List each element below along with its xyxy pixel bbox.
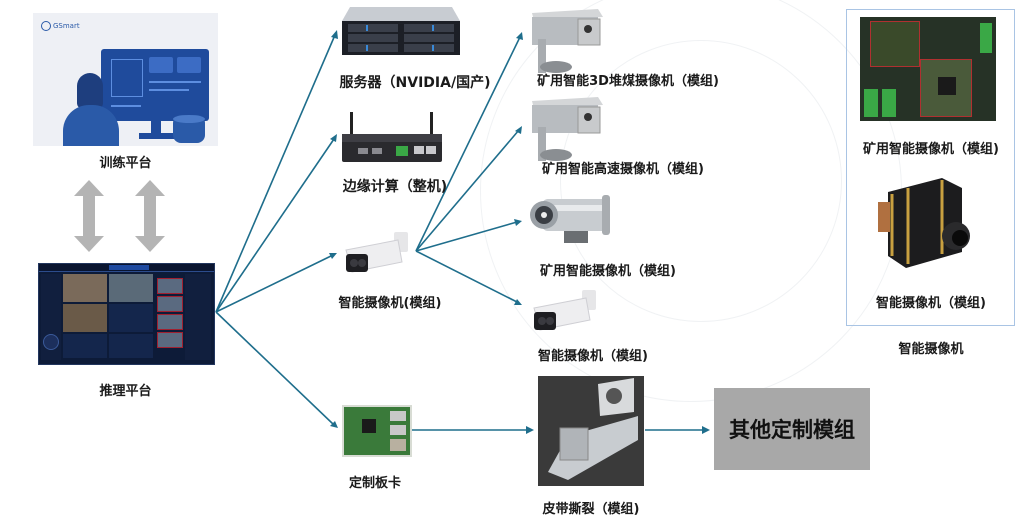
video-feed <box>63 274 107 302</box>
ethernet-port-icon <box>390 439 406 451</box>
arrow-to-smart-camera-module <box>415 250 518 303</box>
arrowhead-smart-module <box>514 299 522 305</box>
arrowhead-belt <box>526 426 534 434</box>
terminal-block <box>864 89 878 117</box>
other-custom-module-box: 其他定制模组 <box>714 388 870 470</box>
usb-port-icon <box>390 411 406 421</box>
terminal-block <box>980 23 992 53</box>
camera-variant-label: 矿用智能高速摄像机（模组) <box>542 162 704 177</box>
camera-module-image <box>878 178 970 268</box>
custom-board-image <box>342 405 412 457</box>
dashboard-title <box>109 265 149 270</box>
video-feed <box>109 334 153 358</box>
bidirectional-arrow-icon <box>74 180 104 252</box>
usb-port-icon <box>390 425 406 435</box>
belt-tear-drawing <box>548 378 638 480</box>
edge-compute-label: 边缘计算（整机) <box>342 179 448 195</box>
mining-camera-image <box>530 195 610 243</box>
arrow-to-custom-board <box>215 311 334 425</box>
chip-icon <box>938 77 956 95</box>
person-body <box>63 105 119 146</box>
video-feed <box>109 304 153 332</box>
stats-panel <box>185 274 211 360</box>
mining-3d-camera-image <box>532 9 603 73</box>
arrowhead-custom <box>702 426 710 434</box>
background-arc <box>560 40 842 322</box>
panel-item-label: 矿用智能摄像机（模组) <box>863 142 999 157</box>
server-image <box>342 7 460 55</box>
video-feed <box>63 304 107 332</box>
alarm-thumbnail <box>157 332 183 348</box>
text-line <box>149 81 201 83</box>
camera-variant-label: 矿用智能摄像机（模组) <box>540 264 676 279</box>
logo-mark-icon <box>41 21 51 31</box>
pcb-module <box>870 21 920 67</box>
text-line <box>149 89 189 91</box>
bullet-camera-image <box>345 232 408 273</box>
text-line <box>111 105 141 107</box>
custom-board-label: 定制板卡 <box>348 476 401 491</box>
training-platform-illustration: GSmart <box>33 13 218 146</box>
face-recognition-icon <box>111 59 143 97</box>
smart-camera-panel <box>846 9 1015 326</box>
belt-tear-label: 皮带撕裂（模组) <box>542 502 640 517</box>
arrowhead-smart-camera <box>329 253 337 259</box>
arrow-to-mining-camera <box>415 221 518 252</box>
gsmart-logo: GSmart <box>41 21 80 31</box>
video-feed <box>109 274 153 302</box>
inference-platform-dashboard <box>38 263 215 365</box>
training-platform-label: 训练平台 <box>99 156 152 171</box>
database-top <box>173 115 205 123</box>
monitor-icon <box>101 49 209 121</box>
monitor-base <box>139 133 175 139</box>
arrowhead-3d-coal <box>516 32 523 40</box>
cloud-tile <box>149 57 173 73</box>
chip-icon <box>362 419 376 433</box>
camera-variant-label: 矿用智能3D堆煤摄像机（模组) <box>537 74 719 89</box>
alarm-thumbnail <box>157 296 183 312</box>
arrowhead-server <box>331 30 338 39</box>
arrow-to-edge-compute <box>215 138 335 313</box>
video-feed <box>63 334 107 358</box>
edge-computer-image <box>342 112 442 162</box>
alarm-thumbnail <box>157 314 183 330</box>
arrowhead-mining <box>514 219 522 226</box>
monitor-stand <box>151 121 161 135</box>
mining-highspeed-camera-image <box>532 97 603 161</box>
logo-text: GSmart <box>53 22 80 30</box>
alarm-thumbnail <box>157 278 183 294</box>
dashboard-title-bar <box>39 264 214 272</box>
panel-item-label: 智能摄像机（模组) <box>876 296 986 311</box>
arrowhead-highspeed <box>515 126 522 134</box>
arrow-to-3d-coal-camera <box>415 36 521 252</box>
terminal-block <box>882 89 896 117</box>
belt-tear-image <box>538 376 644 486</box>
person-icon <box>77 73 103 109</box>
inference-platform-label: 推理平台 <box>99 384 152 399</box>
arrow-to-smart-camera <box>215 255 332 313</box>
camera-variant-label: 智能摄像机（模组) <box>538 349 648 364</box>
mining-camera-pcb-image <box>860 17 996 121</box>
arrowhead-edge <box>330 134 337 142</box>
smart-camera-label: 智能摄像机(模组) <box>338 296 442 311</box>
smart-camera-module-image <box>533 290 596 331</box>
arrow-to-server <box>215 34 336 313</box>
ptz-control-icon <box>43 334 59 350</box>
bidirectional-arrow-icon <box>135 180 165 252</box>
chart-tile <box>177 57 201 73</box>
smart-camera-panel-caption: 智能摄像机 <box>898 342 964 357</box>
arrow-to-highspeed-camera <box>415 129 520 252</box>
server-label: 服务器（NVIDIA/国产) <box>339 75 491 91</box>
arrowhead-board <box>330 421 338 428</box>
